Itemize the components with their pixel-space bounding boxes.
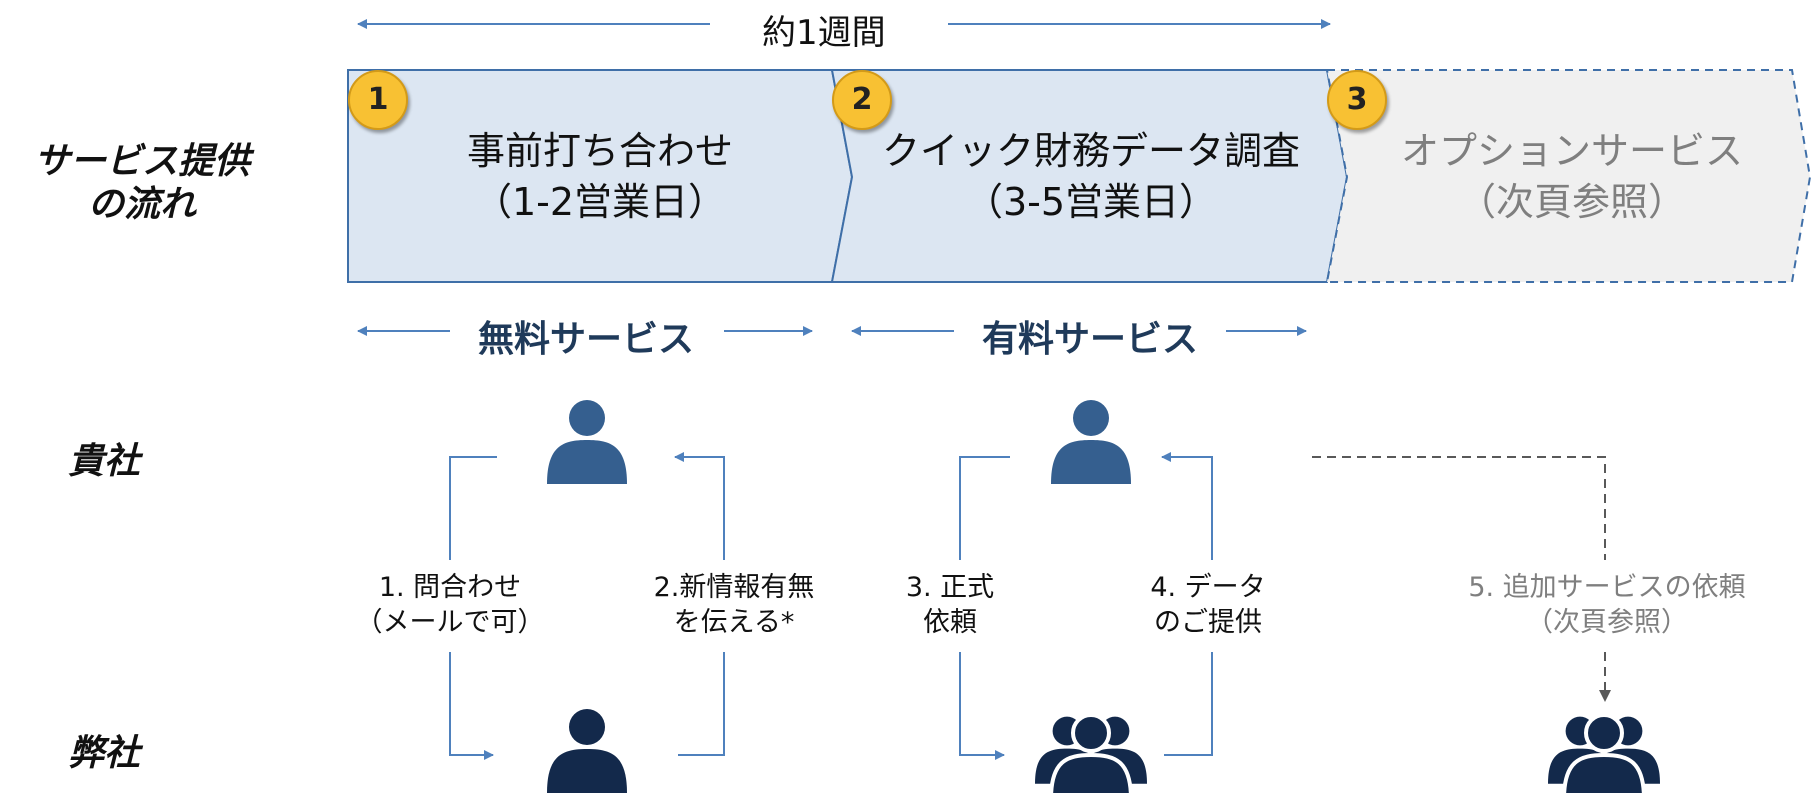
stage-2-duration: （3-5営業日） <box>964 180 1218 225</box>
stage-3-note: （次頁参照） <box>1457 180 1686 225</box>
step-2-label: 2.新情報有無 を伝える* <box>624 570 844 640</box>
step4-connector-bottom <box>1164 652 1213 756</box>
step1-connector-top <box>449 456 497 560</box>
step1-connector-bottom <box>449 652 494 760</box>
step-4-label: 4. データ のご提供 <box>1118 570 1298 640</box>
step-4-text: 4. データ のご提供 <box>1150 572 1266 639</box>
step4-connector-top <box>1161 452 1213 560</box>
step-1-text: 1. 問合わせ （メールで可） <box>355 572 545 639</box>
row-label-flow-text: サービス提供 の流れ <box>33 141 250 226</box>
stage-3-box <box>1325 69 1812 283</box>
step-2-text: 2.新情報有無 を伝える* <box>653 572 815 639</box>
step-3-text: 3. 正式 依頼 <box>905 572 995 639</box>
stage-2-title: クイック財務データ調査 （3-5営業日） <box>856 126 1326 229</box>
stage-3-number-badge: 3 <box>1327 70 1387 130</box>
step3-connector-bottom <box>959 652 1005 760</box>
stage-2-number-badge: 2 <box>832 70 892 130</box>
stage-3-name: オプションサービス <box>1400 129 1743 173</box>
step3-connector-top <box>959 456 1010 560</box>
step5-connector-top <box>1312 456 1606 560</box>
row-label-us: 弊社 <box>68 733 141 774</box>
row-label-client: 貴社 <box>68 441 141 482</box>
us-group-icon-2 <box>1548 715 1660 793</box>
client-person-icon-1 <box>547 400 627 484</box>
stage-1-number-badge: 1 <box>348 70 408 130</box>
duration-label: 約1週間 <box>762 13 886 53</box>
step2-connector-bottom <box>678 652 725 756</box>
paid-service-label: 有料サービス <box>982 319 1199 360</box>
stage-1-duration: （1-2営業日） <box>473 180 727 225</box>
stage-1-title: 事前打ち合わせ （1-2営業日） <box>360 126 840 229</box>
client-person-icon-2 <box>1051 400 1131 484</box>
step2-connector-top <box>674 452 725 560</box>
step-3-label: 3. 正式 依頼 <box>880 570 1020 640</box>
us-person-icon <box>547 709 627 793</box>
row-label-flow: サービス提供 の流れ <box>12 140 272 226</box>
step-5-label: 5. 追加サービスの依頼 （次頁参照） <box>1422 570 1792 640</box>
step-1-label: 1. 問合わせ （メールで可） <box>340 570 560 640</box>
stage-1-name: 事前打ち合わせ <box>466 129 733 173</box>
step-5-text: 5. 追加サービスの依頼 （次頁参照） <box>1468 572 1746 639</box>
us-group-icon-1 <box>1035 715 1147 793</box>
stage-3-title: オプションサービス （次頁参照） <box>1352 126 1792 229</box>
free-service-label: 無料サービス <box>478 319 695 360</box>
stage-2-name: クイック財務データ調査 <box>881 129 1300 173</box>
